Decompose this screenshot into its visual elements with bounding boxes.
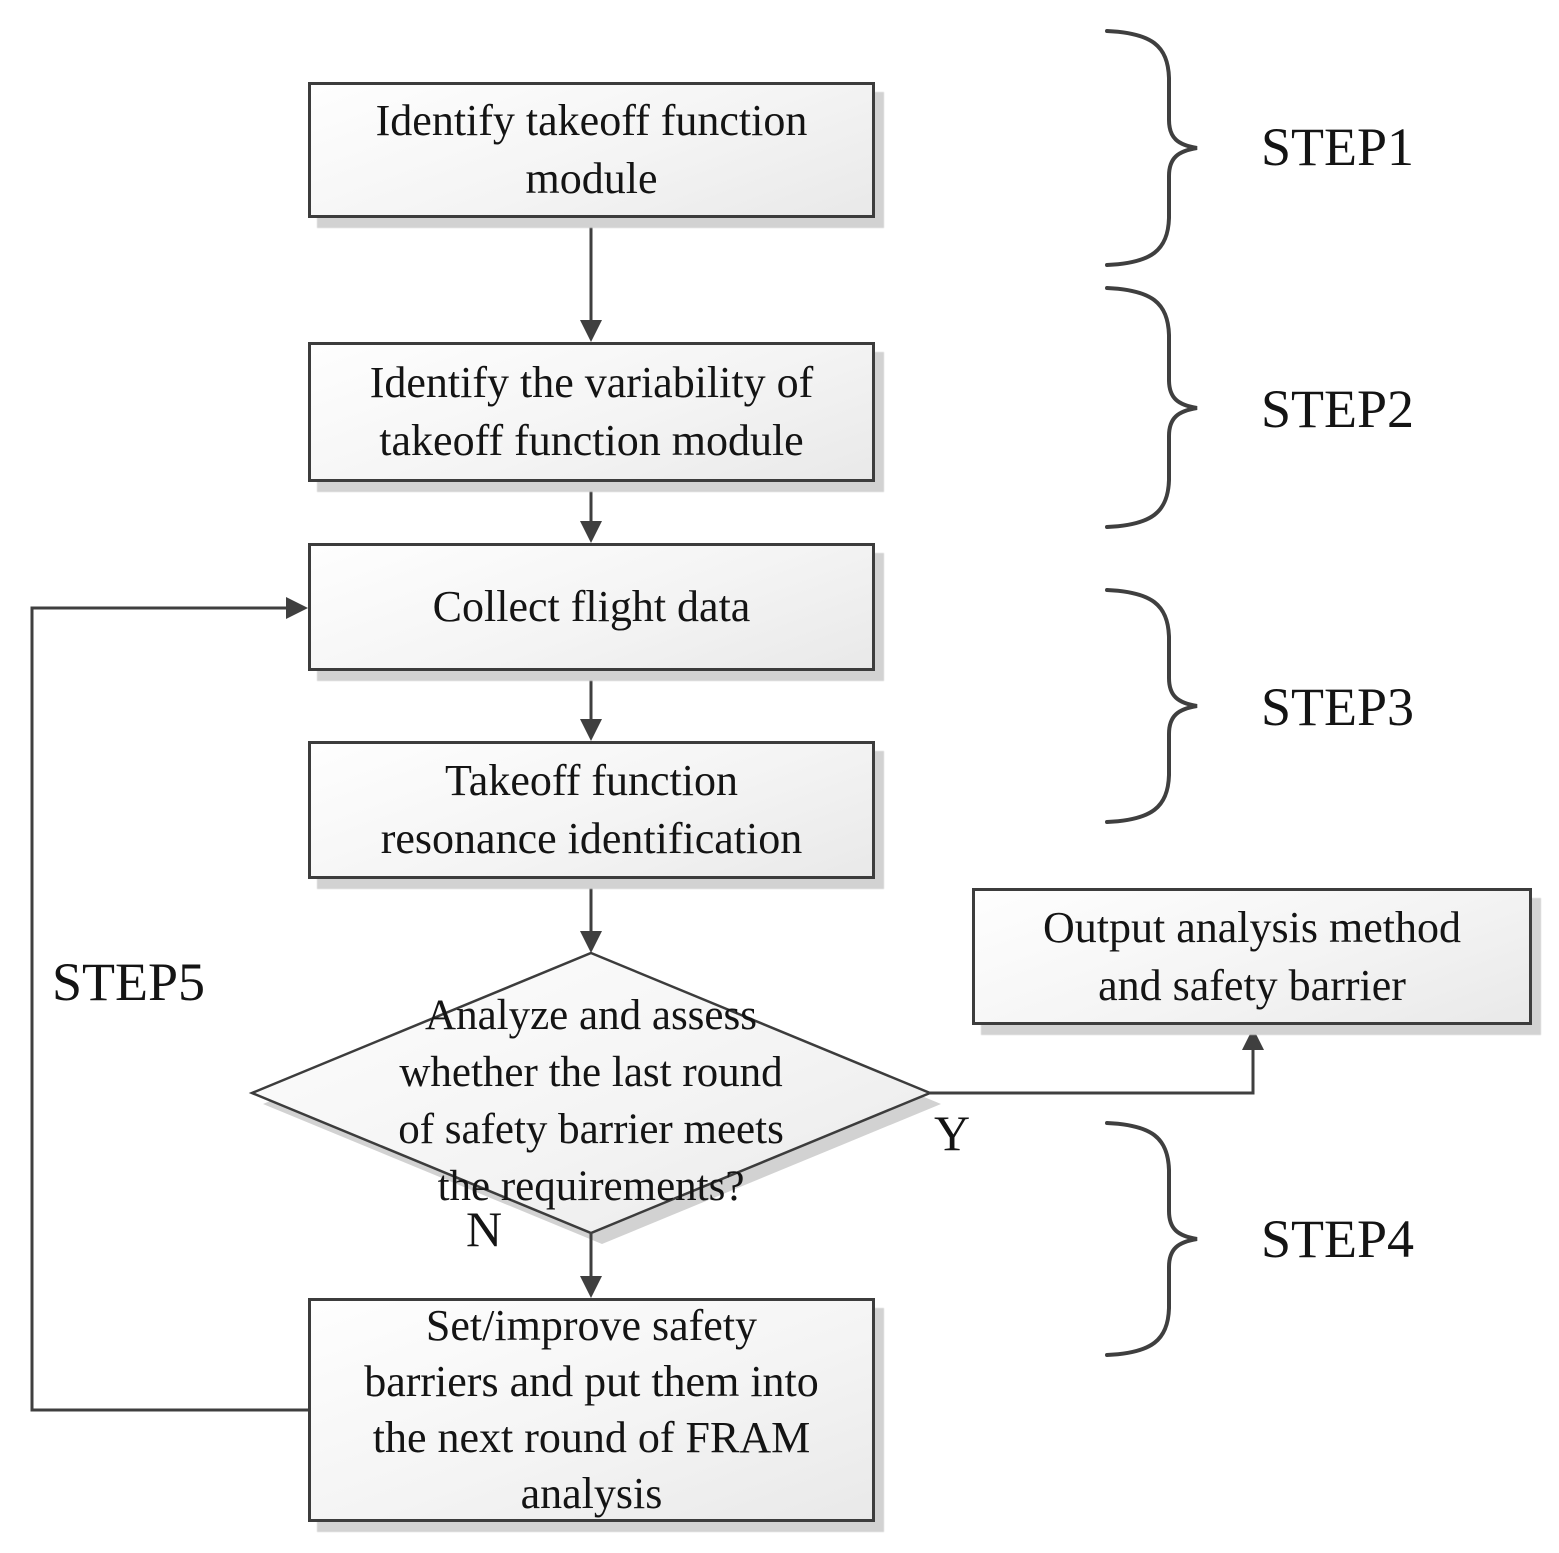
brace-step4 — [1105, 1121, 1198, 1357]
label-step1: STEP1 — [1261, 117, 1415, 177]
arrow-yes-branch — [930, 1046, 1255, 1095]
label-step4: STEP4 — [1261, 1209, 1415, 1269]
arrowhead-5 — [580, 1276, 602, 1298]
brace-step3 — [1105, 588, 1198, 824]
arrowhead-2 — [580, 521, 602, 543]
arrowhead-feedback-right — [286, 597, 308, 619]
node-collect-flight-data: Collect flight data — [308, 543, 875, 671]
node-output-analysis-method: Output analysis method and safety barrie… — [972, 888, 1532, 1025]
node-identify-variability: Identify the variability of takeoff func… — [308, 342, 875, 482]
arrow-feedback-loop — [30, 606, 308, 1412]
arrowhead-yes-up — [1242, 1028, 1264, 1050]
label-step3: STEP3 — [1261, 677, 1415, 737]
node-decision-text: Analyze and assess whether the last roun… — [398, 992, 784, 1210]
arrowhead-1 — [580, 320, 602, 342]
label-branch-yes: Y — [934, 1105, 971, 1161]
brace-step1 — [1105, 29, 1198, 267]
node-resonance-identification: Takeoff function resonance identificatio… — [308, 741, 875, 879]
arrowhead-3 — [580, 719, 602, 741]
label-branch-no: N — [466, 1201, 503, 1257]
brace-step2 — [1105, 286, 1198, 529]
arrowhead-4 — [580, 931, 602, 953]
node-set-improve-barriers: Set/improve safety barriers and put them… — [308, 1298, 875, 1522]
label-step5: STEP5 — [52, 952, 206, 1012]
label-step2: STEP2 — [1261, 379, 1415, 439]
node-identify-takeoff-function-module: Identify takeoff function module — [308, 82, 875, 218]
